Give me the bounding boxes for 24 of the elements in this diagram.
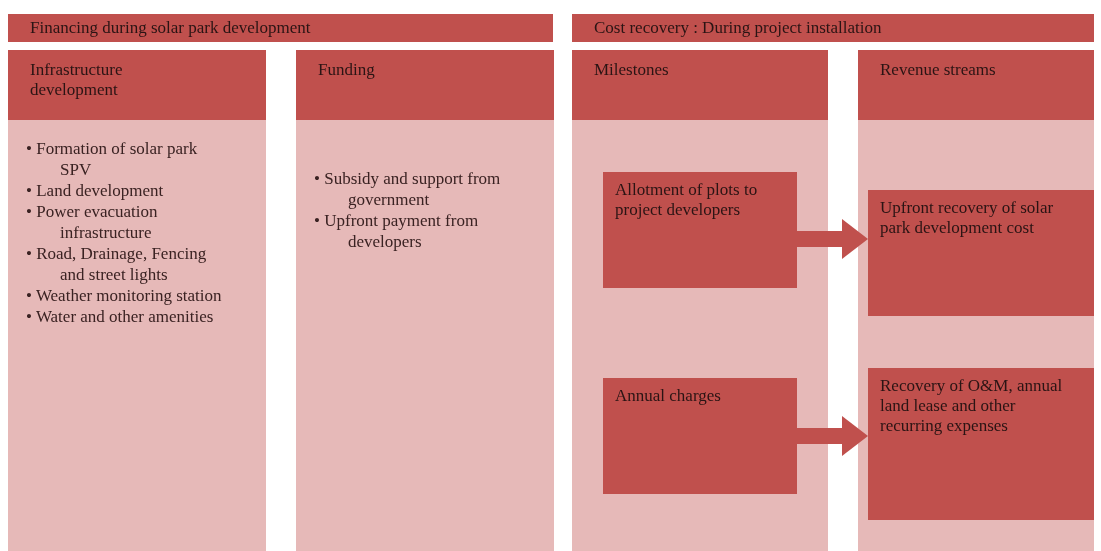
column-heading: Revenue streams	[858, 50, 1094, 120]
column-heading: Milestones	[572, 50, 828, 120]
bullet-item: • Power evacuation infrastructure	[26, 201, 159, 243]
process-box: Recovery of O&M, annual land lease and other recurring expenses	[868, 368, 1094, 520]
header-band: Financing during solar park development	[8, 14, 553, 42]
bullet-item: • Weather monitoring station	[26, 285, 223, 306]
bullet-item: • Water and other amenities	[26, 306, 215, 327]
column-heading: Infrastructure development	[8, 50, 266, 120]
column-panel	[8, 50, 266, 551]
bullet-item: • Upfront payment from developers	[314, 210, 480, 252]
bullet-item: • Road, Drainage, Fencing and street lights	[26, 243, 208, 285]
bullet-item: • Subsidy and support from government	[314, 168, 502, 210]
process-box: Annual charges	[603, 378, 797, 494]
block-arrow	[797, 219, 868, 259]
column-panel	[296, 50, 554, 551]
bullet-item: • Land development	[26, 180, 165, 201]
process-box: Upfront recovery of solar park development cost	[868, 190, 1094, 316]
column-heading: Funding	[296, 50, 554, 120]
header-band: Cost recovery : During project installation	[572, 14, 1094, 42]
process-box: Allotment of plots to project developers	[603, 172, 797, 288]
column-panel	[858, 50, 1094, 551]
bullet-item: • Formation of solar park SPV	[26, 138, 199, 180]
column-panel	[572, 50, 828, 551]
block-arrow	[797, 416, 868, 456]
